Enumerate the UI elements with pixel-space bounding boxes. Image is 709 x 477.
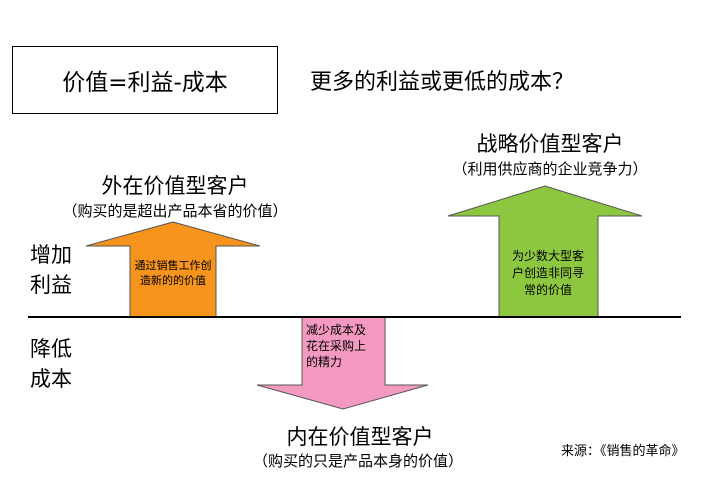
external-arrow-text: 通过销售工作创造新的的价值 bbox=[134, 259, 212, 287]
external-title: 外在价值型客户 bbox=[101, 174, 249, 198]
source-citation: 来源：《销售的革命》 bbox=[561, 444, 685, 459]
strategic-subtitle: （利用供应商的企业竞争力） bbox=[452, 160, 648, 178]
decrease-label-line2: 成本 bbox=[30, 367, 72, 391]
formula-box: 价值=利益-成本 bbox=[12, 46, 278, 114]
internal-title: 内在价值型客户 bbox=[286, 425, 434, 449]
internal-arrow-text: 减少成本及花在采购上的精力 bbox=[306, 323, 367, 369]
internal-down-arrow bbox=[256, 316, 429, 410]
question-text: 更多的利益或更低的成本？ bbox=[310, 70, 575, 95]
increase-label-line1: 增加 bbox=[30, 243, 72, 267]
increase-label-line2: 利益 bbox=[30, 273, 72, 297]
strategic-arrow-text: 为少数大型客户创造非同寻常的价值 bbox=[511, 249, 584, 297]
increase-benefit-label: 增加 利益 bbox=[30, 240, 72, 300]
internal-arrow-shape bbox=[256, 316, 429, 410]
decrease-label-line1: 降低 bbox=[30, 337, 72, 361]
formula-text: 价值=利益-成本 bbox=[62, 70, 228, 96]
strategic-title: 战略价值型客户 bbox=[476, 132, 624, 156]
baseline-divider bbox=[28, 316, 681, 318]
reduce-cost-label: 降低 成本 bbox=[30, 334, 72, 394]
internal-subtitle: （购买的只是产品本身的价值） bbox=[252, 452, 463, 470]
external-subtitle: （购买的是超出产品本省的价值） bbox=[62, 202, 288, 220]
